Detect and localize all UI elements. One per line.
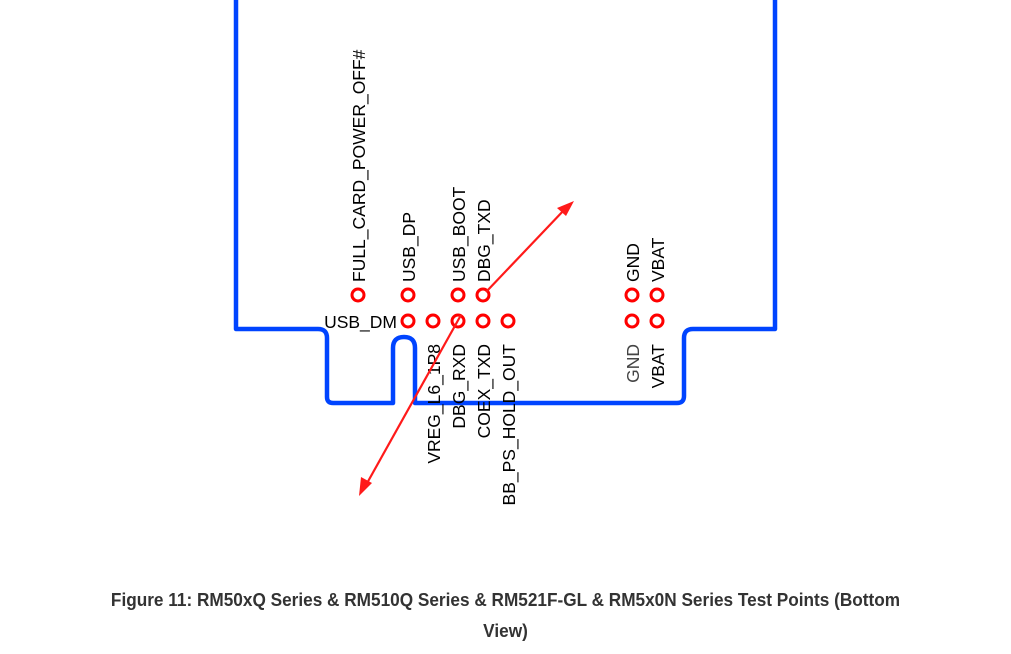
label-coex-txd: COEX_TXD xyxy=(474,344,495,438)
caption-line-2: View) xyxy=(483,620,528,641)
test-point-full-card-power-off xyxy=(350,287,366,303)
arrow-dbg-txd xyxy=(485,201,574,293)
test-point-bb-ps-hold-out xyxy=(500,313,516,329)
label-full-card-power-off: FULL_CARD_POWER_OFF# xyxy=(349,49,370,282)
arrow-dbg-rxd xyxy=(359,314,462,496)
board-outline xyxy=(233,0,778,406)
test-points-row-top xyxy=(350,287,665,303)
test-point-usb-boot xyxy=(450,287,466,303)
label-vbat-top: VBAT xyxy=(648,237,668,282)
label-usb-dp: USB_DP xyxy=(399,212,420,282)
arrowhead-up-right xyxy=(557,201,574,216)
label-bb-ps-hold-out: BB_PS_HOLD_OUT xyxy=(499,344,520,506)
test-point-coex-txd xyxy=(475,313,491,329)
caption-line-1: Figure 11: RM50xQ Series & RM510Q Series… xyxy=(110,589,901,610)
figure-caption: Figure 11: RM50xQ Series & RM510Q Series… xyxy=(35,584,975,646)
label-dbg-rxd: DBG_RXD xyxy=(449,344,470,429)
test-point-usb-dp xyxy=(400,287,416,303)
label-usb-dm: USB_DM xyxy=(324,312,397,333)
test-point-vbat-top xyxy=(649,287,665,303)
label-gnd-bottom: GND xyxy=(623,344,643,383)
arrowhead-down-left xyxy=(359,477,372,496)
label-gnd-top: GND xyxy=(623,243,643,282)
label-usb-boot: USB_BOOT xyxy=(449,186,470,282)
test-point-gnd-bottom xyxy=(624,313,640,329)
test-point-gnd-top xyxy=(624,287,640,303)
test-points-row-bottom xyxy=(400,313,665,329)
test-point-usb-dm xyxy=(400,313,416,329)
test-point-vbat-bottom xyxy=(649,313,665,329)
test-point-vreg-l6-1p8 xyxy=(425,313,441,329)
test-point-dbg-rxd xyxy=(450,313,466,329)
label-vbat-bottom: VBAT xyxy=(648,344,668,389)
label-dbg-txd: DBG_TXD xyxy=(474,199,495,282)
test-point-dbg-txd xyxy=(475,287,491,303)
test-point-diagram: FULL_CARD_POWER_OFF# USB_DP USB_BOOT DBG… xyxy=(233,0,778,506)
